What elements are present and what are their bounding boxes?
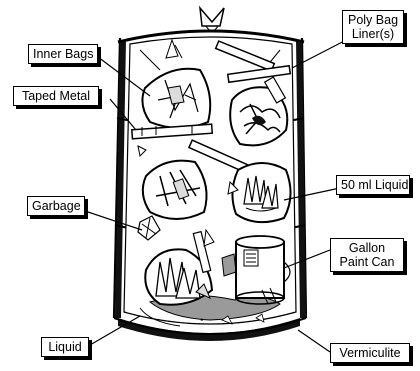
- label-gallon-paint-can-line2: Paint Can: [335, 255, 399, 269]
- label-liquid-text: Liquid: [46, 340, 84, 354]
- label-taped-metal: Taped Metal: [13, 86, 99, 106]
- gallon-paint-can: [236, 236, 290, 304]
- leader-vermiculite: [298, 330, 330, 352]
- inner-bag-middle-right: [232, 163, 290, 222]
- label-50ml-liquid-text: 50 ml Liquid: [341, 178, 405, 192]
- label-inner-bags: Inner Bags: [28, 44, 98, 64]
- label-taped-metal-text: Taped Metal: [18, 89, 94, 103]
- label-garbage-text: Garbage: [32, 199, 80, 213]
- svg-text:°: °: [200, 317, 204, 327]
- label-poly-bag-liner-line2: Liner(s): [347, 27, 399, 41]
- label-vermiculite: Vermiculite: [330, 343, 410, 363]
- label-vermiculite-text: Vermiculite: [335, 346, 405, 360]
- label-gallon-paint-can: Gallon Paint Can: [330, 238, 404, 272]
- liner-tie: [200, 8, 224, 26]
- leader-liquid: [90, 316, 140, 345]
- label-garbage: Garbage: [27, 196, 85, 216]
- label-50ml-liquid: 50 ml Liquid: [336, 175, 410, 195]
- label-gallon-paint-can-line1: Gallon: [335, 241, 399, 255]
- label-poly-bag-liner: Poly Bag Liner(s): [342, 10, 404, 44]
- label-poly-bag-liner-line1: Poly Bag: [347, 13, 399, 27]
- inner-bag-middle-left: [143, 161, 207, 219]
- label-inner-bags-text: Inner Bags: [33, 47, 93, 61]
- label-liquid: Liquid: [41, 337, 89, 357]
